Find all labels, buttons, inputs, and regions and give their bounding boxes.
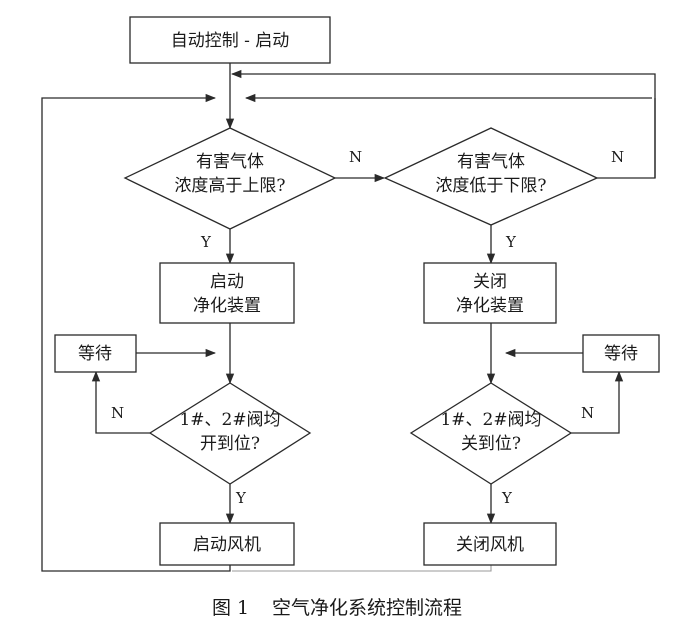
start-node: 自动控制 - 启动 [129, 16, 331, 64]
edge-close-fan-loop [232, 565, 492, 572]
close-purifier-node: 关闭 净化装置 [423, 262, 557, 324]
edges [41, 63, 656, 572]
valve-open-decision: 1#、2#阀均 开到位? [148, 382, 312, 485]
start-fan-node: 启动风机 [159, 522, 295, 566]
close-fan-label: 关闭风机 [456, 535, 524, 555]
check-high-label-line2: 浓度高于上限? [174, 176, 285, 196]
close-fan-node: 关闭风机 [423, 522, 557, 566]
valve-close-line2: 关到位? [461, 434, 521, 454]
valve-close-line1: 1#、2#阀均 [440, 410, 541, 430]
start-purifier-line1: 启动 [210, 272, 244, 292]
edge-valve-close-no [571, 370, 624, 434]
valve-open-line1: 1#、2#阀均 [179, 410, 280, 430]
label-valve-close-yes: Y [501, 489, 513, 507]
caption-title: 空气净化系统控制流程 [272, 597, 462, 619]
close-purifier-line1: 关闭 [473, 272, 507, 292]
valve-close-decision: 1#、2#阀均 关到位? [409, 382, 573, 485]
check-low-label-line1: 有害气体 [457, 152, 525, 172]
edge-start-fan-loop [41, 93, 231, 572]
wait-right-label: 等待 [604, 344, 638, 364]
check-high-label-line1: 有害气体 [196, 152, 264, 172]
start-purifier-line2: 净化装置 [193, 296, 261, 316]
start-purifier-node: 启动 净化装置 [159, 262, 295, 324]
check-low-label-line2: 浓度低于下限? [435, 176, 546, 196]
label-check-high-no: N [349, 148, 362, 166]
label-valve-open-yes: Y [235, 489, 247, 507]
wait-left-node: 等待 [54, 334, 137, 373]
edge-valve-open-no [91, 370, 150, 434]
check-high-decision: 有害气体 浓度高于上限? [123, 127, 337, 230]
wait-right-node: 等待 [582, 334, 660, 373]
caption-figure-number: 图 1 [212, 597, 249, 619]
label-check-low-yes: Y [505, 233, 517, 251]
check-low-decision: 有害气体 浓度低于下限? [383, 127, 599, 226]
label-valve-open-no: N [111, 404, 124, 422]
valve-open-line2: 开到位? [200, 434, 260, 454]
start-label: 自动控制 - 启动 [171, 31, 290, 51]
close-purifier-line2: 净化装置 [456, 296, 524, 316]
start-fan-label: 启动风机 [193, 535, 261, 555]
wait-left-label: 等待 [78, 344, 112, 364]
label-check-high-yes: Y [200, 233, 212, 251]
label-check-low-no: N [611, 148, 624, 166]
figure-caption: 图 1 空气净化系统控制流程 [212, 597, 462, 619]
label-valve-close-no: N [581, 404, 594, 422]
